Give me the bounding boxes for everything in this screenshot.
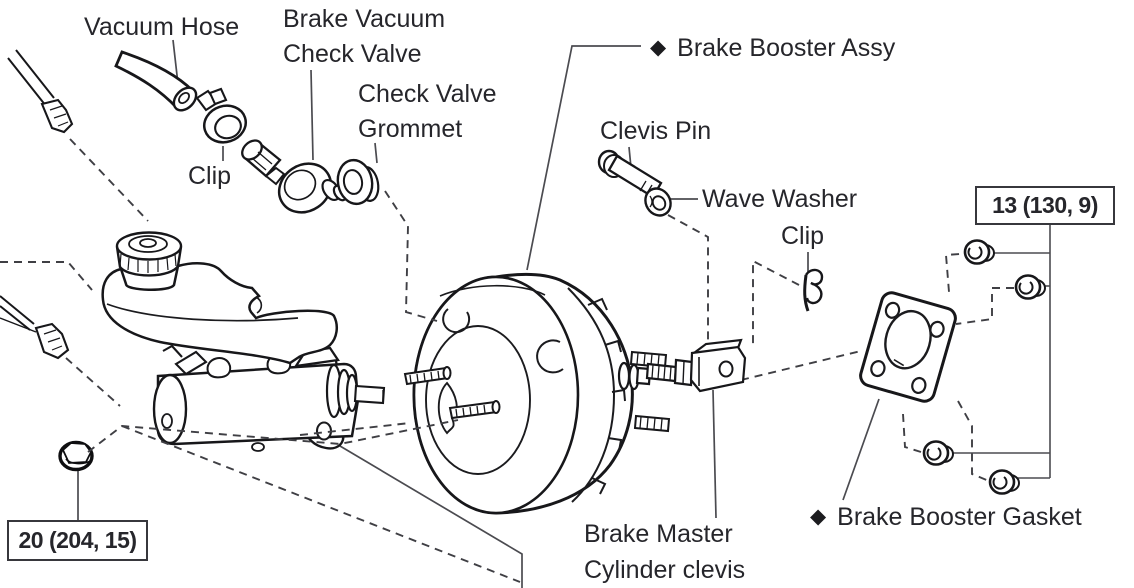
booster-hub: [437, 381, 458, 435]
label-vacuum-hose: Vacuum Hose: [84, 13, 240, 41]
dash-spring-clip-line: [752, 259, 800, 347]
torque-spec-booster-nuts: 13 (130, 9): [975, 186, 1115, 225]
leader-offpage: [339, 445, 523, 588]
leader-check-valve: [310, 69, 314, 161]
vacuum-hose-art: [114, 50, 198, 112]
label-check-valve-grommet: Check Valve Grommet: [358, 77, 497, 147]
dash-gasket-nut-bl: [902, 413, 922, 453]
leader-lines: [77, 39, 1051, 588]
leader-gasket: [842, 398, 880, 501]
reservoir-body: [101, 262, 339, 365]
reservoir-band: [106, 303, 299, 322]
pushrod-threads: [645, 362, 678, 383]
leader-mc-clevis: [712, 389, 717, 519]
label-brake-booster-gasket: ◆ Brake Booster Gasket: [810, 500, 1082, 536]
mc-port-bump1: [206, 357, 232, 379]
label-text: Brake Booster Gasket: [837, 503, 1082, 531]
dash-nut20-to-studs: [87, 419, 459, 453]
grommet-art: [336, 158, 380, 206]
leader-grommet: [374, 142, 378, 164]
mc-end-cap: [152, 373, 188, 445]
label-brake-vacuum-check-valve: Brake Vacuum Check Valve: [283, 2, 445, 72]
gasket-center-hole: [884, 309, 932, 370]
label-line: Brake Vacuum: [283, 5, 446, 33]
dash-brake-line2: [65, 357, 121, 407]
dash-nut20-lower: [121, 425, 521, 583]
label-line: Check Valve: [283, 40, 422, 68]
clevis-hole: [718, 360, 734, 378]
label-text: Brake Booster Assy: [677, 34, 896, 62]
label-brake-master-cylinder-clevis: Brake Master Cylinder clevis: [584, 516, 745, 588]
booster-hole: [442, 308, 471, 334]
diamond-bullet-icon: ◆: [810, 505, 827, 528]
nut: [1014, 274, 1046, 300]
brake-line-left: [0, 295, 70, 360]
label-line: Brake Master: [584, 520, 733, 548]
label-line: Check Valve: [358, 80, 497, 108]
mc-bottom-nub: [251, 442, 265, 452]
label-clevis-pin: Clevis Pin: [600, 117, 712, 145]
booster-face-ring: [425, 325, 531, 475]
label-brake-booster-assy: ◆ Brake Booster Assy: [650, 31, 895, 67]
label-wave-washer: Wave Washer: [702, 185, 858, 213]
mc-clamp: [162, 344, 208, 376]
dash-grommet-to-booster: [384, 190, 438, 322]
reservoir-cap: [115, 231, 183, 277]
dash-brake-line1: [69, 138, 149, 222]
dash-wave-washer-line: [667, 214, 709, 347]
nut: [922, 440, 954, 466]
booster-face-arc: [536, 339, 564, 374]
booster-studs-rear: [629, 350, 671, 433]
booster-front-face: [412, 275, 580, 515]
dash-gasket-nut-br: [957, 400, 990, 482]
nut: [963, 239, 995, 265]
leader-torque13: [949, 222, 1051, 479]
dash-mc-to-booster: [299, 422, 411, 436]
master-cylinder-art: [101, 231, 386, 452]
spring-clip-art: [803, 268, 824, 312]
clevis-top: [693, 338, 743, 354]
torque-spec-mc-nut: 20 (204, 15): [7, 520, 148, 561]
brake-booster-gasket-art: [859, 291, 957, 403]
pushrod-clevis-art: [617, 338, 747, 393]
dash-reservoir-left: [0, 261, 93, 291]
label-line: Cylinder clevis: [584, 556, 746, 584]
mc-snout: [325, 363, 386, 419]
brake-line-top: [7, 49, 74, 134]
clevis-body: [689, 345, 747, 393]
hose-clip-art: [195, 87, 247, 144]
booster-face-curve: [439, 284, 546, 297]
dash-clevis-to-gasket: [740, 350, 862, 381]
assembly-dashed-lines: [0, 138, 1014, 482]
label-spring-clip: Clip: [781, 222, 825, 250]
booster-seam: [567, 287, 616, 503]
label-hose-clip: Clip: [188, 162, 232, 190]
label-line: Grommet: [358, 115, 463, 143]
wave-washer-art: [644, 187, 672, 217]
diamond-bullet-icon: ◆: [650, 36, 667, 59]
booster-mounting-nuts: [922, 239, 1046, 495]
leader-booster-assy: [526, 45, 641, 271]
booster-studs-front: [403, 366, 501, 420]
assembly-dashed-lines-over: [87, 190, 521, 583]
brake-booster-art: [403, 272, 747, 515]
mc-mounting-nut: [58, 440, 94, 472]
nut: [988, 469, 1020, 495]
check-valve-art: [241, 139, 348, 214]
dash-gasket-nut-tr: [955, 287, 1014, 325]
booster-clamp-notches: [587, 297, 626, 495]
